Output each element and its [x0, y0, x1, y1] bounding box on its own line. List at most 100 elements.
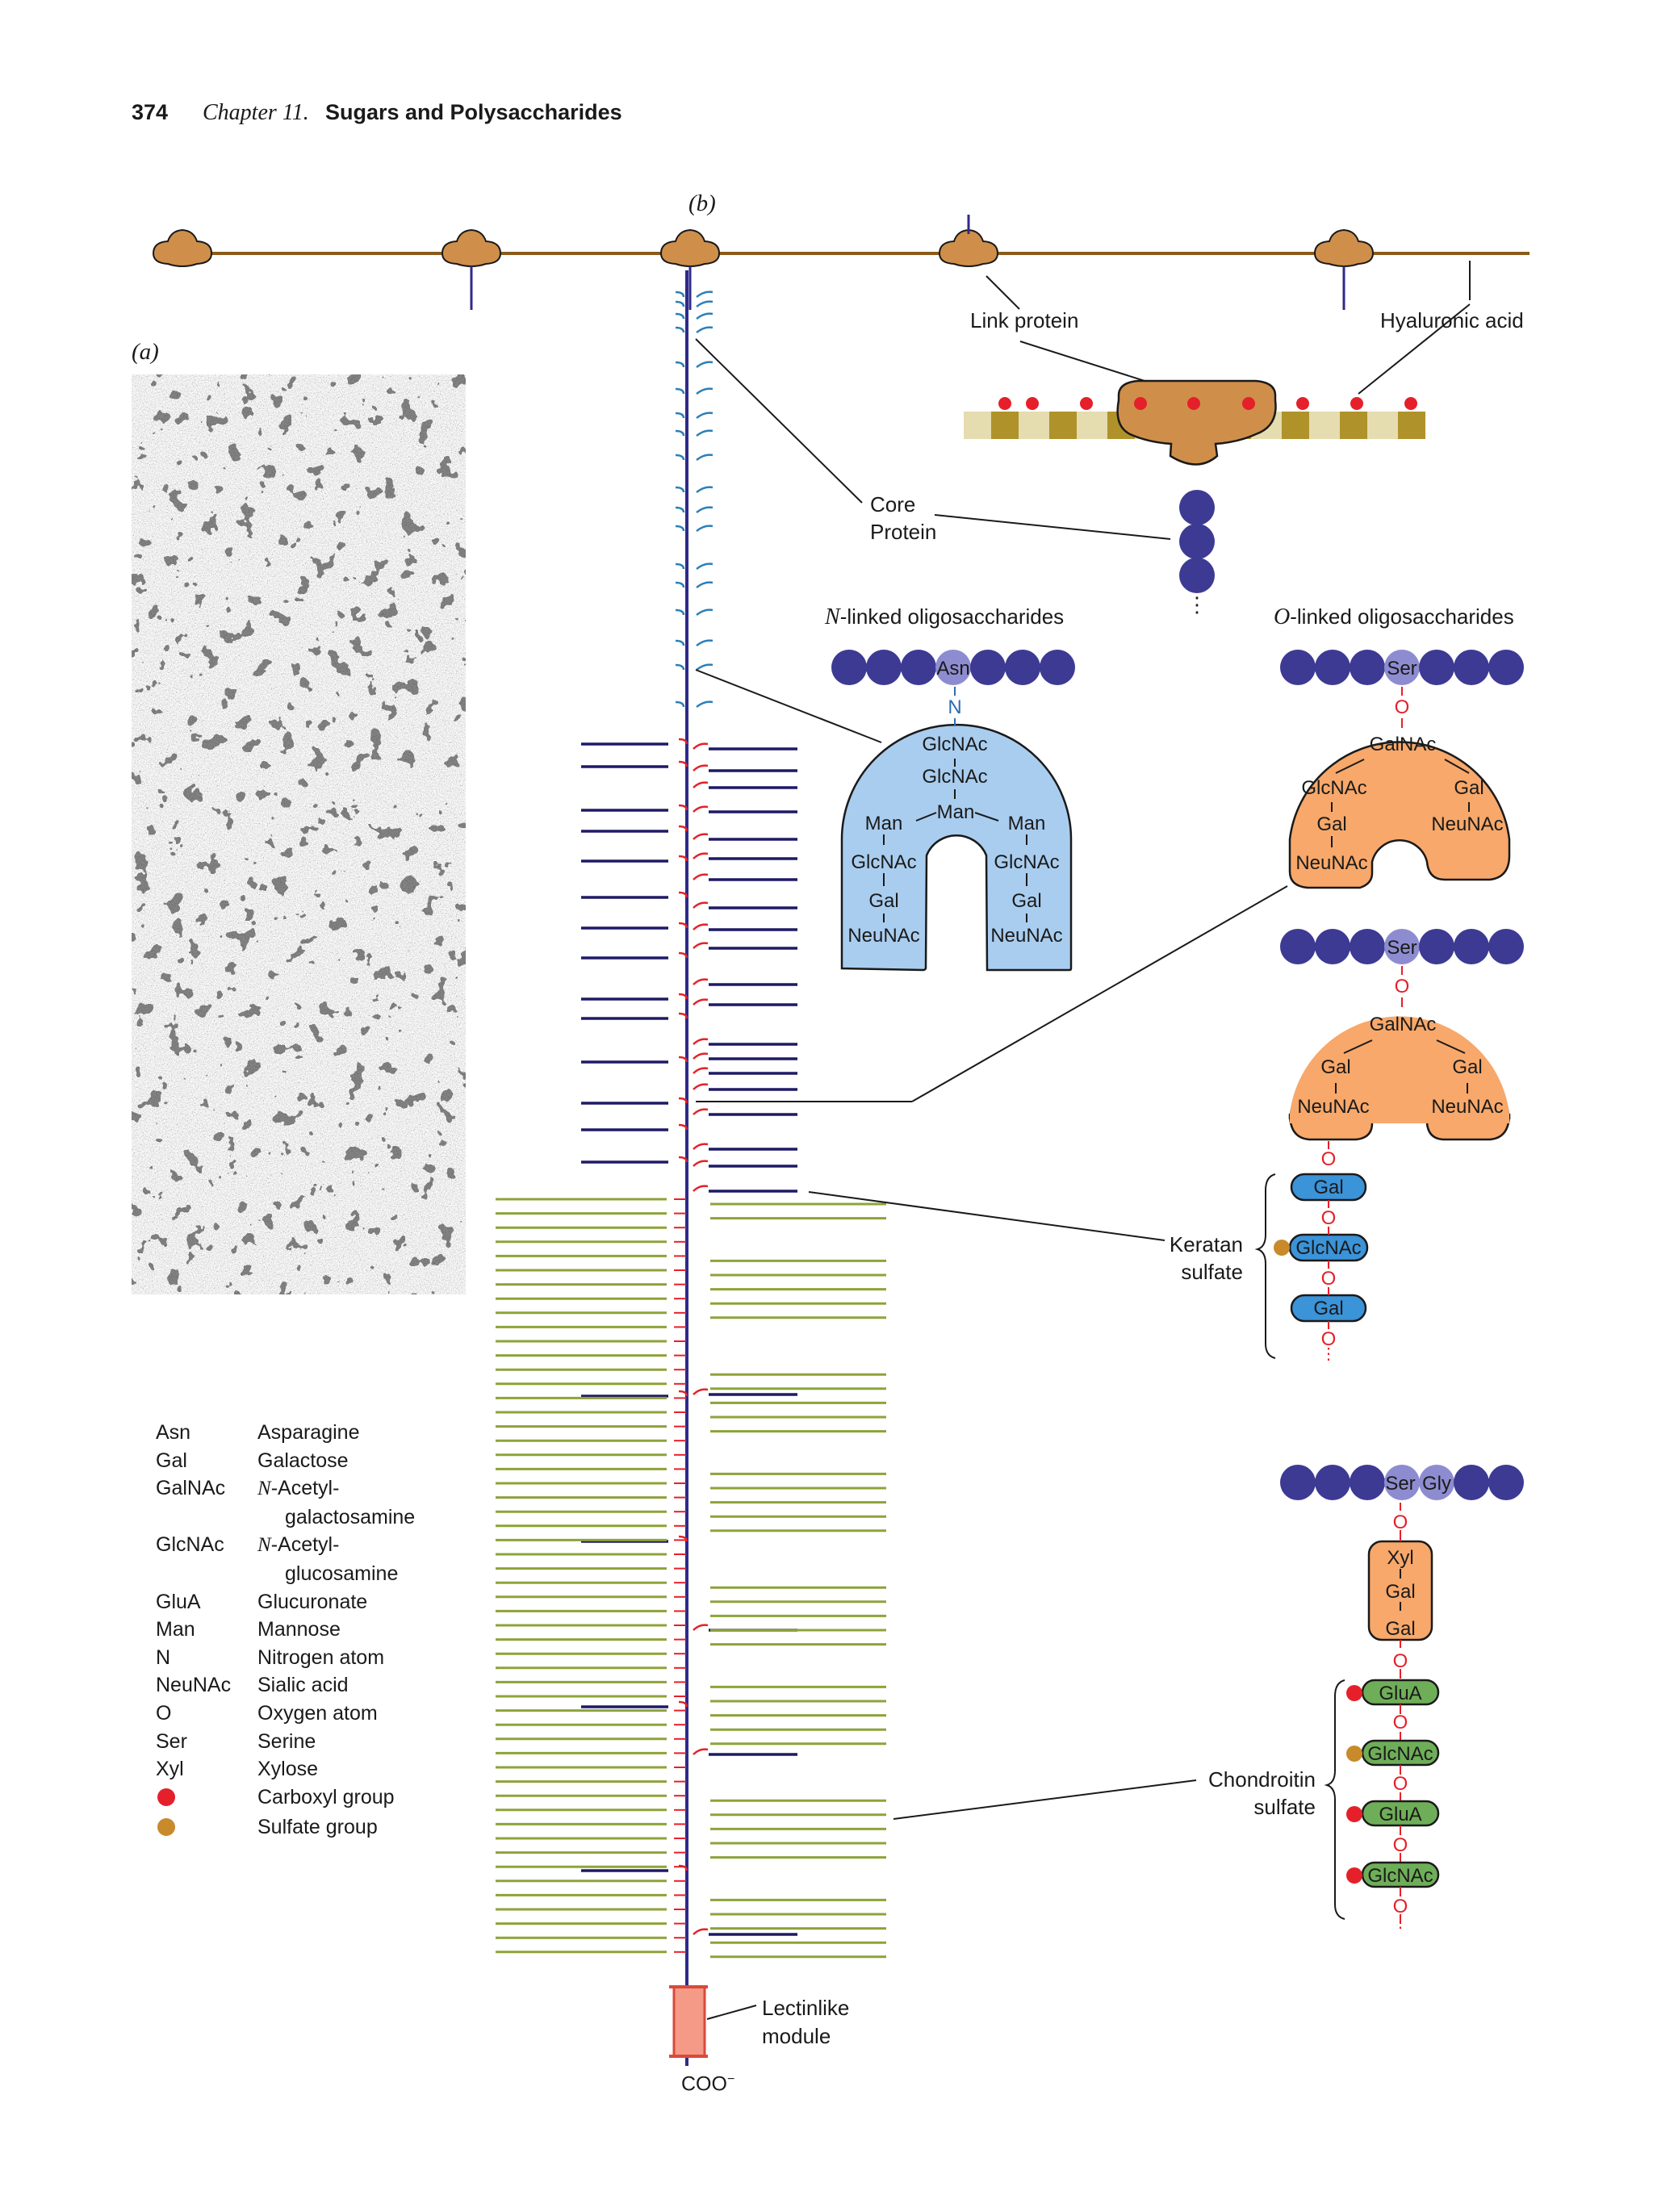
legend-row: glucosamine [156, 1560, 495, 1588]
panel-label-a: (a) [132, 339, 159, 365]
diagram-text: Xyl [1387, 1547, 1413, 1569]
amino-acid-residue [1454, 1465, 1489, 1500]
diagram-text: GlcNAc [1295, 1237, 1361, 1259]
link-protein-glyph [938, 228, 999, 267]
chapter-label: Chapter 11. [203, 100, 309, 125]
n-linked-site [696, 454, 714, 461]
diagram-text: Gal [1011, 890, 1041, 912]
diagram-text: O [1393, 1773, 1408, 1795]
carboxyl-dot [1346, 1867, 1362, 1884]
n-linked-site [675, 300, 685, 307]
n-linked-site [696, 700, 714, 708]
n-linked-site [675, 291, 685, 298]
sulfate-dot [1274, 1240, 1290, 1256]
n-linked-site [675, 700, 685, 708]
page-number: 374 [132, 100, 169, 124]
n-linked-site [696, 639, 714, 646]
diagram-text: O [1393, 1712, 1408, 1733]
core-residue [1179, 490, 1215, 525]
n-linked-site [675, 326, 685, 333]
n-linked-site [675, 454, 685, 461]
lectinlike-module [672, 1985, 706, 2058]
diagram-text: O [1321, 1328, 1337, 1350]
diagram-text: GlcNAc [1301, 777, 1366, 799]
diagram-text: Asn [936, 658, 969, 679]
diagram-text: ⋮ [1392, 1913, 1408, 1931]
n-linked-site [675, 506, 685, 513]
n-linked-site [696, 312, 714, 320]
legend-row: galactosamine [156, 1503, 495, 1532]
legend-abbreviation: Asn [156, 1421, 191, 1444]
n-linked-site [675, 361, 685, 368]
link-proteins [152, 215, 1375, 310]
legend-definition: Asparagine [257, 1421, 360, 1444]
legend-abbreviation [156, 1503, 257, 1532]
n-linked-site [675, 412, 685, 419]
n-linked-site [675, 562, 685, 570]
legend-definition: Galactose [257, 1449, 349, 1472]
diagram-text: NeuNAc [990, 925, 1062, 947]
diagram-text: GlcNAc [851, 851, 916, 873]
legend-definition: Sulfate group [257, 1816, 378, 1839]
diagram-text: Gal [1316, 813, 1346, 835]
legend-definition: Nitrogen atom [257, 1645, 385, 1669]
link-protein-glyph [659, 228, 721, 267]
diagram-text: Gal [1313, 1298, 1343, 1319]
o-linked-title: O-linked oligosaccharides [1274, 604, 1514, 629]
diagram-text: Gal [1320, 1056, 1350, 1078]
carboxyl-dot [1296, 397, 1309, 410]
link-protein-glyph [152, 228, 213, 267]
amino-acid-residue [1350, 650, 1385, 685]
n-linked-site [696, 506, 714, 513]
legend-definition: Sialic acid [257, 1674, 349, 1697]
diagram-text: O [1395, 696, 1410, 718]
n-linked-site [675, 429, 685, 437]
o-linked-oligosaccharide-2 [1280, 929, 1524, 1141]
amino-acid-residue [1384, 650, 1420, 685]
chapter-title: Sugars and Polysaccharides [325, 100, 622, 124]
keratan-sulfate-chain [1254, 1173, 1369, 1359]
diagram-text: NeuNAc [847, 925, 919, 947]
diagram-text: GalNAc [1370, 734, 1437, 755]
n-linked-shape [840, 723, 1073, 972]
svg-text:⋮: ⋮ [1186, 592, 1207, 617]
link-protein-shape [1116, 379, 1277, 466]
diagram-text: O [1395, 976, 1410, 997]
amino-acid-residue [1488, 929, 1524, 964]
diagram-text: Gal [1385, 1581, 1415, 1603]
diagram-text: GluA [1379, 1804, 1421, 1825]
diagram-text: Gly [1422, 1473, 1451, 1495]
amino-acid-residue [1488, 650, 1524, 685]
legend-definition: Xylose [257, 1758, 319, 1781]
amino-acid-residue [1454, 650, 1489, 685]
legend-abbreviation: N [156, 1645, 171, 1669]
carboxyl-dot [1026, 397, 1039, 410]
link-protein-glyph [1313, 228, 1375, 267]
n-linked-site [696, 608, 714, 616]
legend-row: Carboxyl group [156, 1783, 495, 1814]
n-linked-site [696, 326, 714, 333]
diagram-text: GluA [1379, 1683, 1421, 1704]
amino-acid-residue [866, 650, 902, 685]
amino-acid-residue [935, 650, 971, 685]
n-linked-site [675, 581, 685, 588]
n-linked-site [675, 387, 685, 395]
core-residue [1179, 524, 1215, 559]
n-linked-site [696, 361, 714, 368]
glycan-chains [496, 291, 886, 1959]
diagram-text: GlcNAc [1367, 1743, 1433, 1765]
sulfate-dot [1346, 1746, 1362, 1762]
amino-acid-residue [970, 650, 1006, 685]
link-protein-label: Link protein [970, 308, 1079, 332]
n-linked-site [696, 387, 714, 395]
amino-acid-residue [1280, 650, 1316, 685]
amino-acid-residue [1350, 1465, 1385, 1500]
legend-abbreviation: O [156, 1701, 172, 1725]
